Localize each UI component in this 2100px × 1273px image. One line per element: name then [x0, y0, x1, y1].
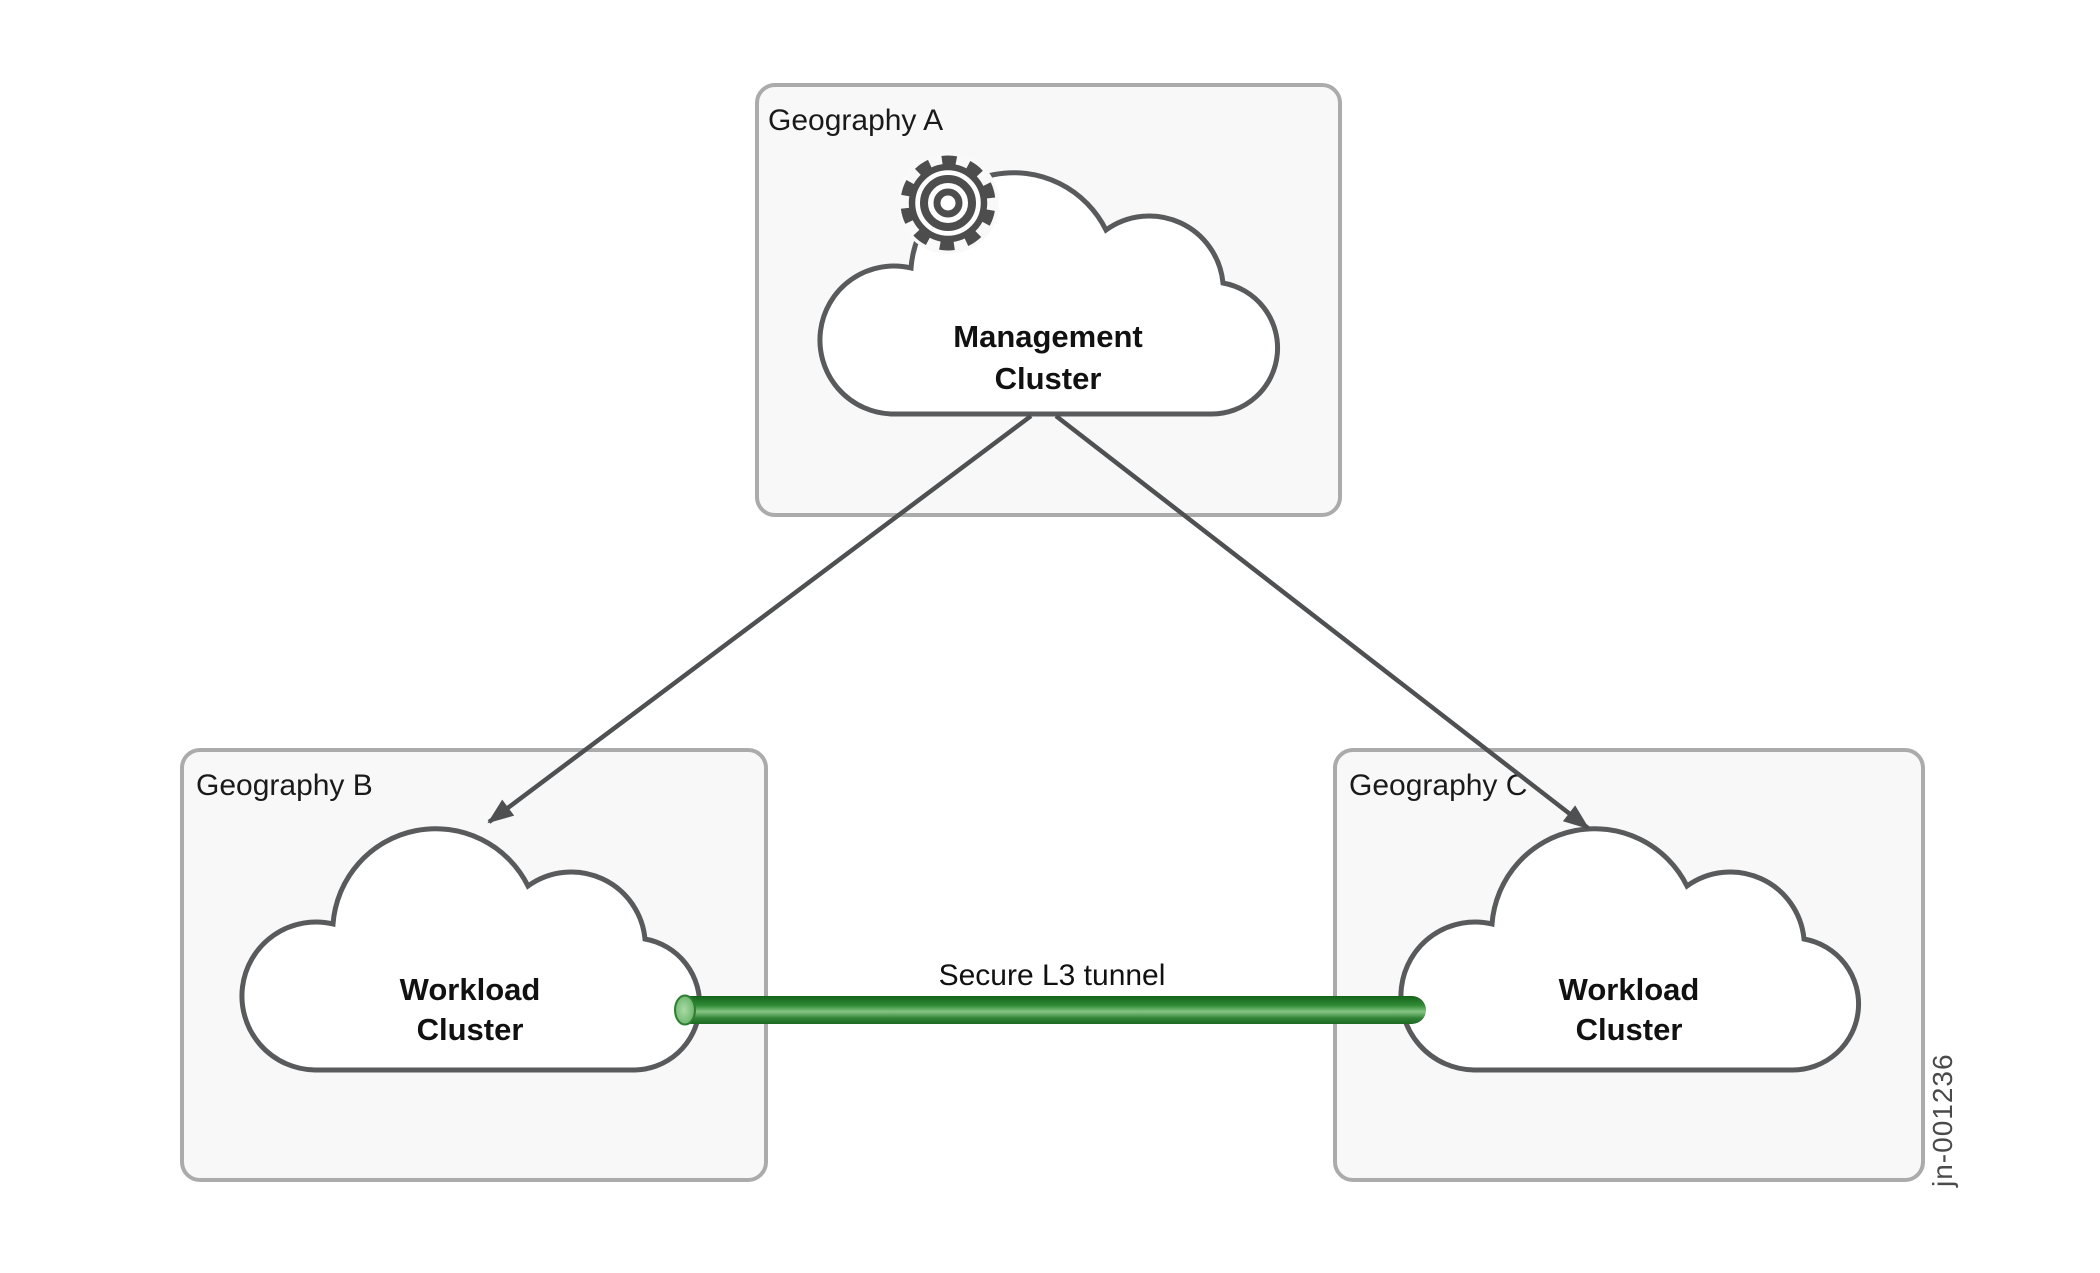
svg-text:Workload: Workload [1559, 972, 1700, 1007]
workload-cluster-c-label: Workload Cluster [1559, 972, 1700, 1047]
secure-l3-tunnel-pipe [674, 994, 1426, 1026]
management-to-geography-c-arrow [1054, 414, 1590, 830]
svg-text:Cluster: Cluster [417, 1012, 524, 1047]
management-cluster-label: Management Cluster [953, 319, 1142, 396]
workload-cluster-b-label: Workload Cluster [400, 972, 541, 1047]
geography-c-label: Geography C [1349, 769, 1527, 802]
svg-text:Cluster: Cluster [995, 361, 1102, 396]
figure-id-text: jn-001236 [1927, 1053, 1958, 1188]
secure-l3-tunnel-label: Secure L3 tunnel [939, 959, 1166, 992]
management-to-geography-b-arrow [487, 414, 1033, 824]
svg-text:Cluster: Cluster [1576, 1012, 1683, 1047]
svg-text:Management: Management [953, 319, 1142, 354]
svg-text:Workload: Workload [400, 972, 541, 1007]
gear-icon [897, 152, 999, 254]
geography-b-label: Geography B [196, 769, 373, 802]
geography-a-label: Geography A [768, 104, 943, 137]
